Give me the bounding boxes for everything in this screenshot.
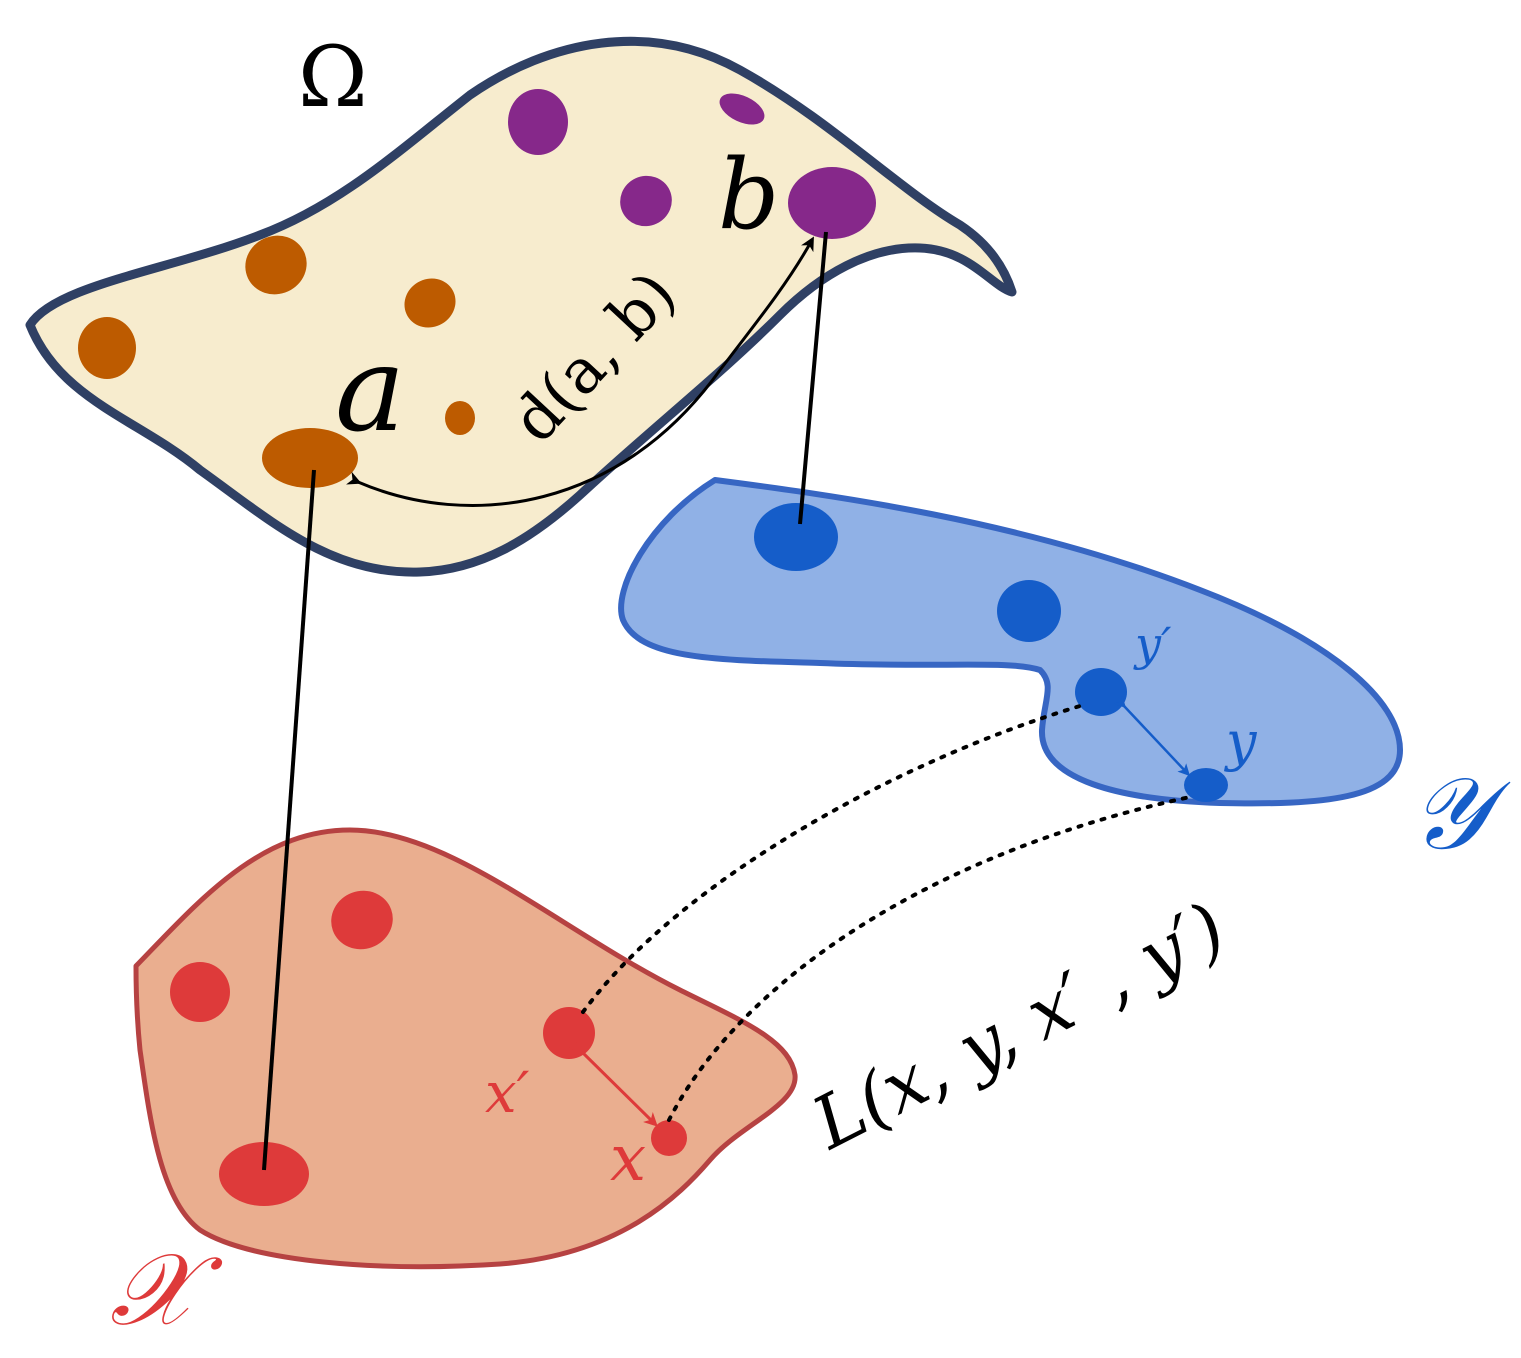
y-prime-label: y′ — [1133, 617, 1172, 671]
point-x-prime-dot — [543, 1007, 595, 1059]
purple-dot — [508, 89, 568, 155]
point-y-dot — [1184, 768, 1228, 802]
y-space-label: 𝒴 — [1410, 755, 1511, 872]
x-space-region — [133, 827, 798, 1270]
y-label: y — [1224, 710, 1258, 773]
loss-label: L(x, y, x′ , y′) — [798, 886, 1239, 1166]
omega-label: Ω — [298, 28, 368, 126]
x-label: x — [610, 1122, 646, 1196]
purple-dot — [620, 175, 672, 227]
orange-dot — [78, 317, 136, 379]
loss-connection-x — [667, 795, 1192, 1122]
y-pair-arrow — [1113, 695, 1191, 777]
x-space-label: 𝒳 — [110, 1231, 223, 1348]
y-space-region — [618, 477, 1403, 807]
distance-arrow — [346, 236, 814, 507]
blue-dot — [997, 580, 1061, 642]
orange-dot — [245, 235, 307, 295]
red-dot — [219, 1142, 309, 1206]
orange-dot — [445, 401, 475, 435]
point-a-label: a — [335, 320, 405, 458]
point-x-dot — [651, 1120, 687, 1156]
x-to-a-mapping-line — [262, 469, 316, 1171]
point-y-prime-dot — [1075, 668, 1127, 716]
red-dot — [331, 890, 393, 950]
point-b-label: b — [718, 139, 779, 251]
x-prime-label: x′ — [485, 1061, 530, 1126]
y-to-b-mapping-line — [798, 231, 828, 525]
point-b-dot — [788, 167, 876, 239]
x-pair-arrow — [567, 1037, 658, 1127]
purple-dot — [719, 93, 765, 125]
point-a-dot — [262, 428, 358, 488]
loss-connection-x-prime — [581, 704, 1082, 1014]
blue-dot — [754, 503, 838, 571]
red-dot — [170, 962, 230, 1022]
